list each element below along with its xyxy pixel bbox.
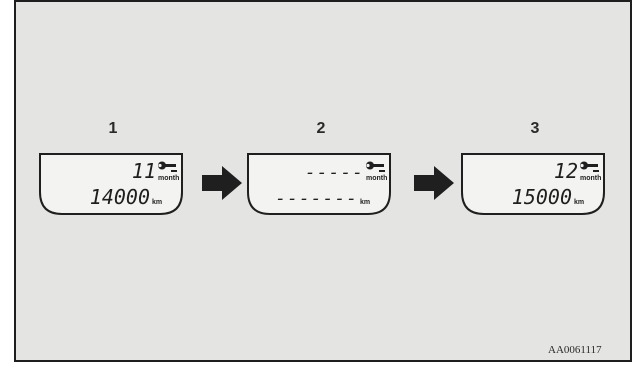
service-unit-label: month <box>580 175 601 182</box>
display-bezel <box>247 153 391 215</box>
odometer-display-3: 12 month 15000 km <box>460 152 606 216</box>
service-months-value: ----- <box>305 162 364 183</box>
odometer-display-2: ----- month ------- km <box>246 152 392 216</box>
step-1-number: 1 <box>108 120 118 137</box>
service-months-value: 12 <box>554 159 578 183</box>
distance-value: ------- <box>275 188 358 209</box>
distance-unit-label: km <box>152 199 162 206</box>
distance-value: 15000 <box>512 185 572 209</box>
service-unit-label: month <box>366 175 387 182</box>
service-months-value: 11 <box>132 159 156 183</box>
wrench-icon <box>580 161 599 172</box>
distance-value: 14000 <box>90 185 150 209</box>
display-bezel <box>39 153 183 215</box>
step-3-number: 3 <box>530 120 540 137</box>
right-arrow-icon <box>202 166 242 200</box>
distance-unit-label: km <box>360 199 370 206</box>
service-unit-label: month <box>158 175 179 182</box>
wrench-icon <box>158 161 177 172</box>
wrench-icon <box>366 161 385 172</box>
distance-unit-label: km <box>574 199 584 206</box>
display-bezel <box>461 153 605 215</box>
right-arrow-icon <box>414 166 454 200</box>
step-2-number: 2 <box>316 120 326 137</box>
odometer-display-1: 11 month 14000 km <box>38 152 184 216</box>
figure-code: AA0061117 <box>548 344 602 356</box>
